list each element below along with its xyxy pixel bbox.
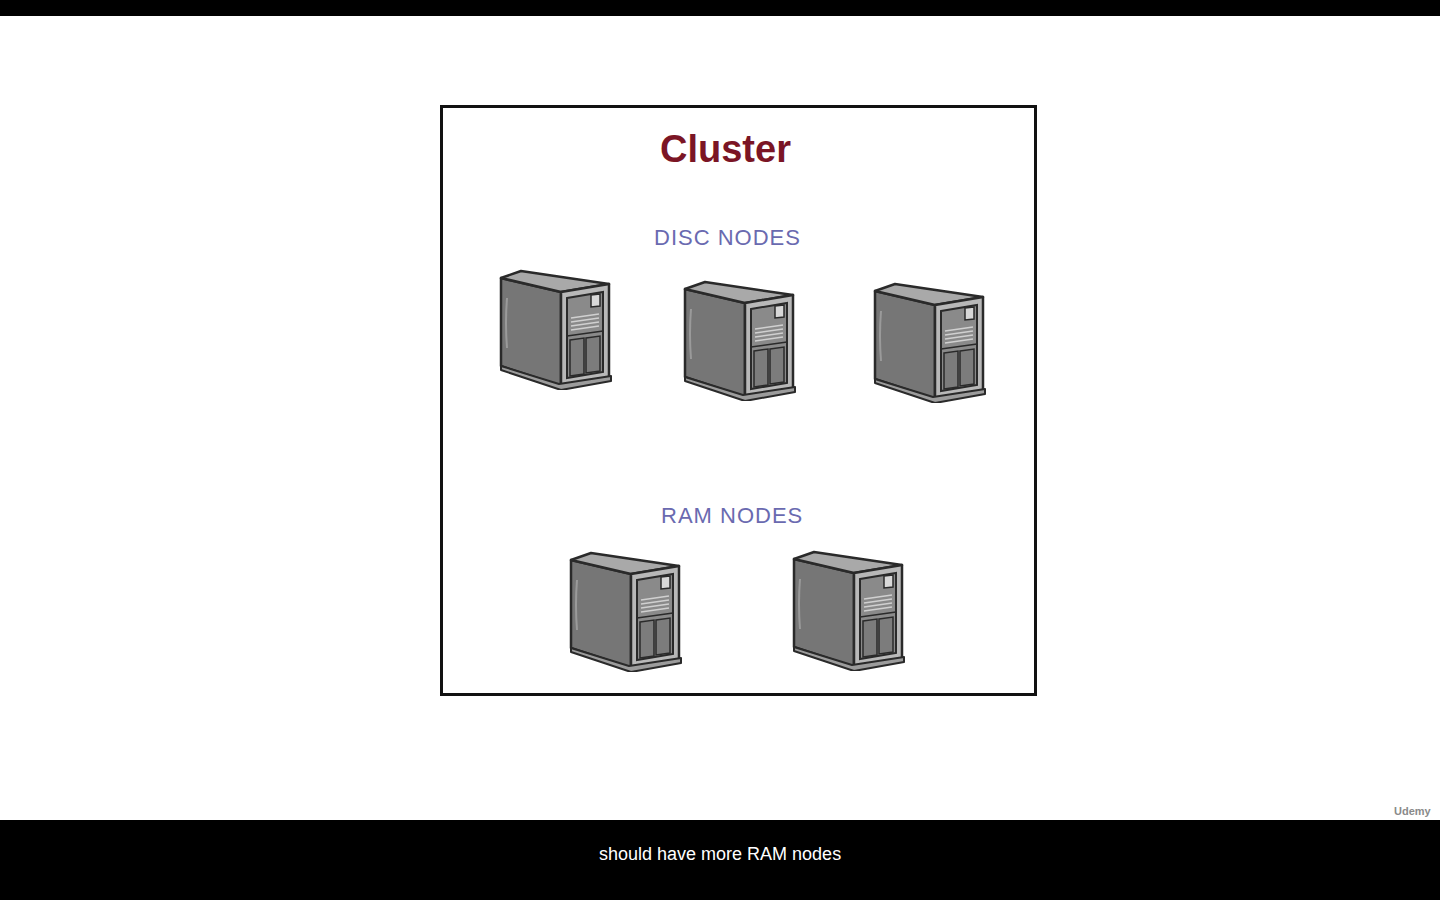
cluster-title: Cluster <box>660 128 791 172</box>
group-label: RAM NODES <box>661 503 803 528</box>
cluster-box: Cluster <box>440 105 1037 696</box>
video-bar <box>0 0 1440 16</box>
watermark: Udemy <box>1394 805 1431 818</box>
subtitle-caption: should have more RAM nodes <box>599 844 841 865</box>
group-label: DISC NODES <box>654 225 801 250</box>
